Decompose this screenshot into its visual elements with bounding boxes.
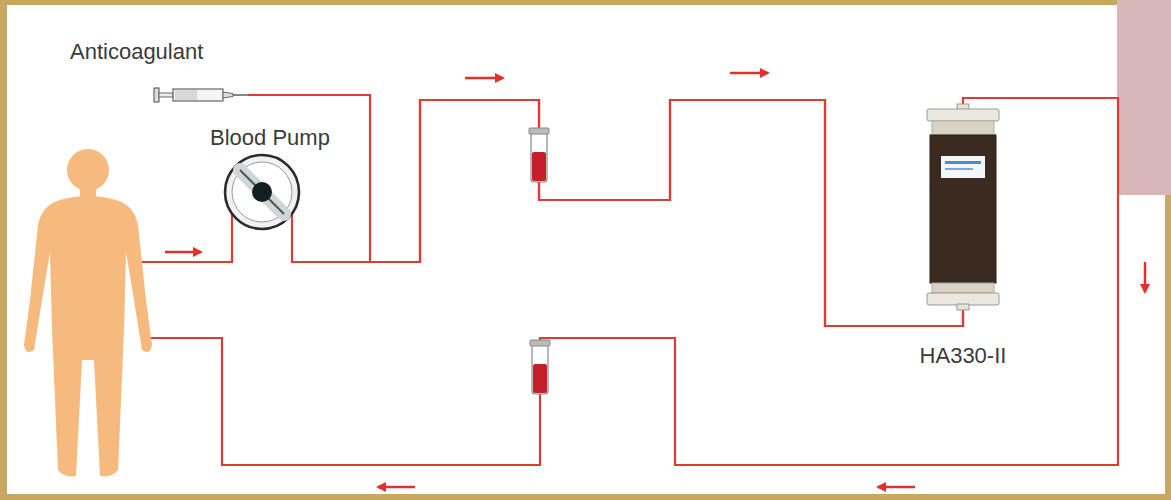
cartridge-port	[957, 304, 969, 310]
sticker-stripe	[945, 168, 973, 170]
panel	[7, 5, 1165, 494]
node-label: Blood Pump	[185, 126, 355, 150]
syringe-node: Anticoagulant	[70, 40, 248, 110]
node-label: HA330-II	[898, 344, 1028, 368]
plunger-thumb	[154, 88, 159, 102]
cartridge-neck	[932, 283, 994, 293]
patient-head	[67, 149, 109, 191]
chamber-blood	[533, 364, 547, 393]
inlet-tube	[140, 214, 232, 262]
cartridge-cap	[927, 293, 999, 305]
flow-arrow	[465, 77, 503, 80]
chamber-cap	[529, 128, 549, 134]
syringe-barrel	[173, 89, 223, 101]
patient-figure	[24, 149, 152, 476]
cartridge-body	[930, 135, 996, 283]
flow-arrows	[165, 73, 1145, 487]
cartridge-sticker	[941, 156, 985, 178]
flow-arrow	[165, 251, 201, 254]
syringe-needle	[233, 94, 248, 95]
syringe-hub	[223, 92, 233, 98]
sticker-stripe	[945, 161, 981, 164]
cartridge-node: HA330-II	[898, 104, 1028, 374]
pump-rotor	[240, 170, 284, 214]
return-tube	[150, 98, 1118, 465]
flow-arrow	[1144, 262, 1147, 292]
syringe-fluid	[175, 90, 197, 100]
chamber-body	[531, 132, 547, 182]
drip-chamber	[529, 128, 549, 182]
syringe-symbol	[153, 85, 248, 105]
flow-arrow	[378, 486, 415, 489]
patient-body	[24, 196, 152, 476]
pump-hub	[252, 182, 272, 202]
cartridge-neck	[932, 121, 994, 135]
blood-line	[248, 95, 963, 326]
cartridge-symbol	[923, 104, 1003, 310]
drip-chamber	[530, 340, 550, 394]
flow-arrow	[730, 72, 768, 75]
chamber-body	[532, 344, 548, 394]
node-label: Anticoagulant	[70, 40, 248, 64]
plunger-rod	[159, 93, 173, 97]
corner-patch	[1117, 0, 1171, 195]
chamber-blood	[532, 152, 546, 181]
pump-rotor-axis	[240, 170, 284, 214]
blood-line	[292, 100, 963, 326]
cartridge-cap	[927, 109, 999, 121]
pump-node: Blood Pump	[185, 126, 355, 232]
pump-track	[232, 162, 292, 222]
pump-symbol	[222, 152, 302, 232]
chamber-cap	[530, 340, 550, 346]
pump-housing	[225, 155, 299, 229]
flow-arrow	[878, 486, 915, 489]
